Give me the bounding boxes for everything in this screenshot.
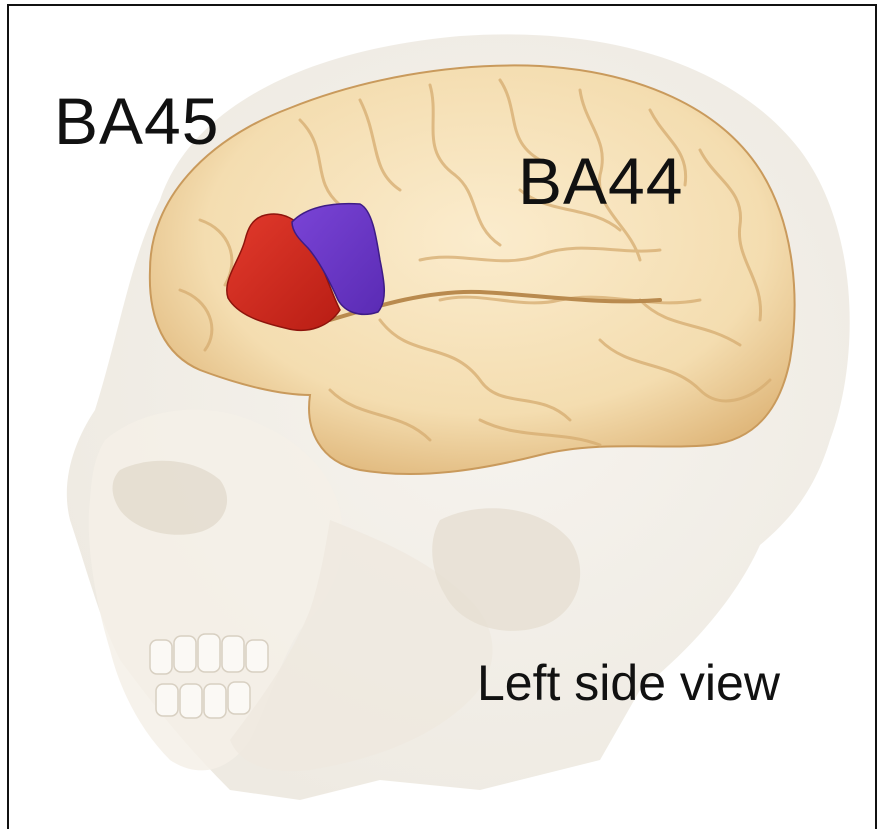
ba44-label: BA44: [518, 148, 683, 214]
view-caption: Left side view: [477, 658, 780, 708]
frame-left-border: [7, 4, 9, 829]
ba45-label: BA45: [54, 88, 219, 154]
frame-right-border: [875, 4, 877, 829]
frame-top-border: [7, 4, 877, 6]
